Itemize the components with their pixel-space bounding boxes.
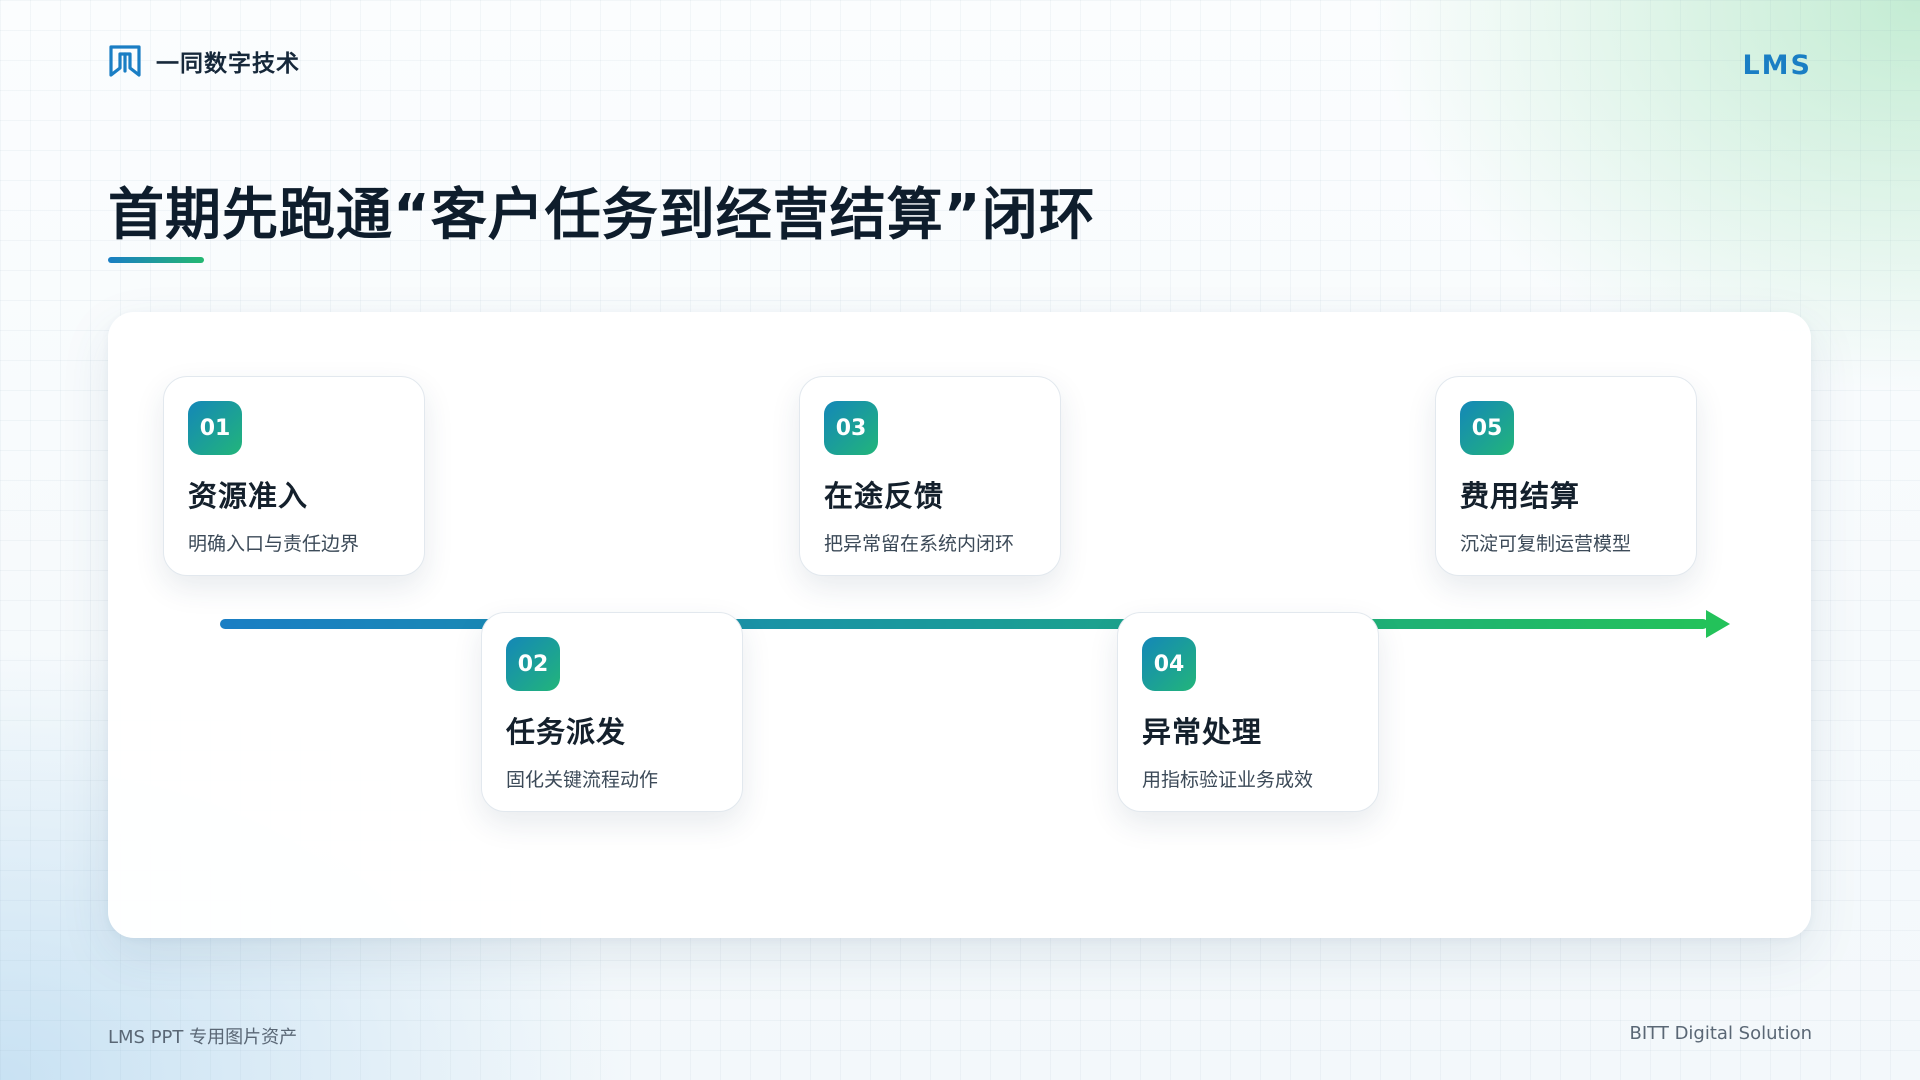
page-title: 首期先跑通“客户任务到经营结算”闭环 xyxy=(108,183,1096,248)
step-card-01: 01 资源准入 明确入口与责任边界 xyxy=(163,376,425,576)
step-card-02: 02 任务派发 固化关键流程动作 xyxy=(481,612,743,812)
bracket-logo-icon xyxy=(109,45,141,77)
step-description: 明确入口与责任边界 xyxy=(188,533,360,555)
step-title: 资源准入 xyxy=(188,479,309,513)
footer-company: BITT Digital Solution xyxy=(1629,1023,1812,1044)
timeline-bar xyxy=(220,619,1708,629)
step-description: 沉淀可复制运营模型 xyxy=(1460,533,1632,555)
process-panel: 01 资源准入 明确入口与责任边界 02 任务派发 固化关键流程动作 03 在途… xyxy=(108,312,1811,938)
step-card-04: 04 异常处理 用指标验证业务成效 xyxy=(1117,612,1379,812)
footer-asset-label: LMS PPT 专用图片资产 xyxy=(108,1027,298,1048)
step-card-03: 03 在途反馈 把异常留在系统内闭环 xyxy=(799,376,1061,576)
step-number-badge: 02 xyxy=(506,637,560,691)
title-underline xyxy=(108,257,204,263)
brand-name: 一同数字技术 xyxy=(156,51,300,77)
step-number-badge: 03 xyxy=(824,401,878,455)
step-card-05: 05 费用结算 沉淀可复制运营模型 xyxy=(1435,376,1697,576)
product-tag: LMS xyxy=(1742,50,1812,81)
step-title: 异常处理 xyxy=(1142,715,1263,749)
step-title: 任务派发 xyxy=(506,715,627,749)
step-description: 用指标验证业务成效 xyxy=(1142,769,1314,791)
step-title: 费用结算 xyxy=(1460,479,1581,513)
step-description: 固化关键流程动作 xyxy=(506,769,659,791)
step-number-badge: 01 xyxy=(188,401,242,455)
step-title: 在途反馈 xyxy=(824,479,945,513)
arrow-right-icon xyxy=(1706,610,1730,638)
step-description: 把异常留在系统内闭环 xyxy=(824,533,1015,555)
brand: 一同数字技术 xyxy=(108,44,300,78)
step-number-badge: 04 xyxy=(1142,637,1196,691)
step-number-badge: 05 xyxy=(1460,401,1514,455)
